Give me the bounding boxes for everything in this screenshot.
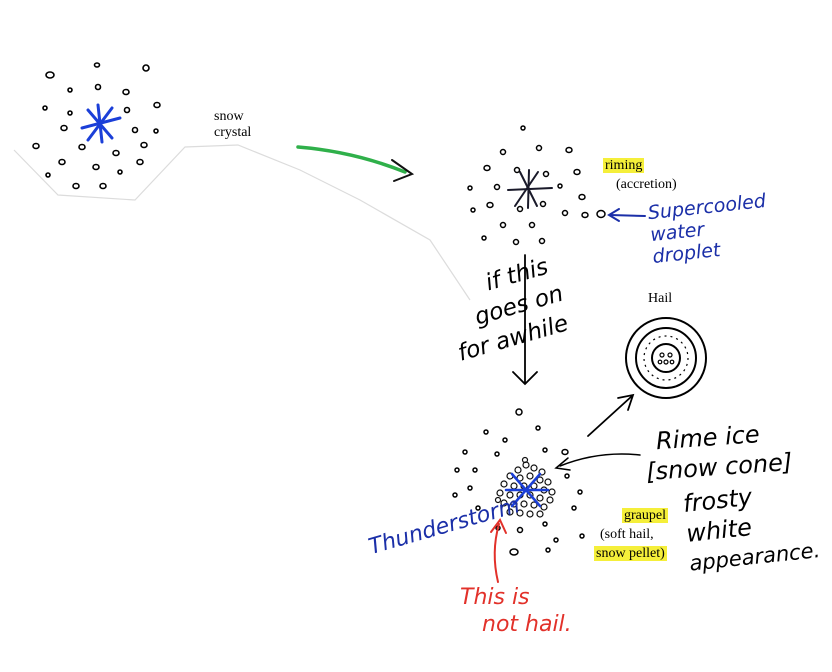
rime-pointer-arrow-icon (554, 453, 641, 471)
arrow-to-hail-icon (587, 393, 635, 437)
snow-pellet-label: snow pellet) (594, 546, 667, 562)
riming-droplets (467, 125, 606, 246)
graupel-text: graupel (622, 508, 668, 523)
blue-pointer-arrow-icon (607, 208, 646, 222)
riming-text: riming (603, 158, 645, 173)
graupel-core-icon (494, 456, 556, 518)
riming-crystal-figure (467, 125, 606, 246)
snow-crystal-figure (32, 62, 161, 190)
riming-star-icon (507, 169, 553, 209)
snow-pellet-text: snow pellet) (594, 546, 667, 561)
down-arrow-icon (512, 254, 538, 386)
droplets-around-crystal (32, 62, 161, 190)
hail-label: Hail (648, 291, 673, 306)
graupel-star-icon (504, 472, 550, 508)
frosty-white-label: frosty white appearance. (682, 475, 822, 578)
snow-crystal-label: snow crystal (214, 109, 251, 141)
hail-stone-icon (625, 317, 707, 399)
soft-hail-label: (soft hail, (600, 527, 654, 542)
not-hail-label: This is not hail. (460, 584, 572, 638)
not-hail-line1: This is (460, 585, 530, 610)
accretion-label: (accretion) (616, 177, 677, 192)
red-arrow-icon (490, 518, 507, 583)
rime-ice-label: Rime ice [snow cone] (643, 417, 793, 487)
snow-crystal-label-line1: snow (214, 109, 244, 124)
green-arrow-icon (296, 145, 415, 182)
snow-crystal-label-line2: crystal (214, 125, 252, 140)
snow-crystal-star-icon (80, 103, 122, 144)
not-hail-line2: not hail. (482, 612, 572, 637)
riming-label: riming (603, 158, 645, 174)
supercooled-water-droplet-label: Supercooled water droplet (647, 190, 772, 268)
paper-outline (13, 144, 471, 301)
graupel-label: graupel (622, 508, 668, 524)
graupel-figure (452, 408, 585, 556)
